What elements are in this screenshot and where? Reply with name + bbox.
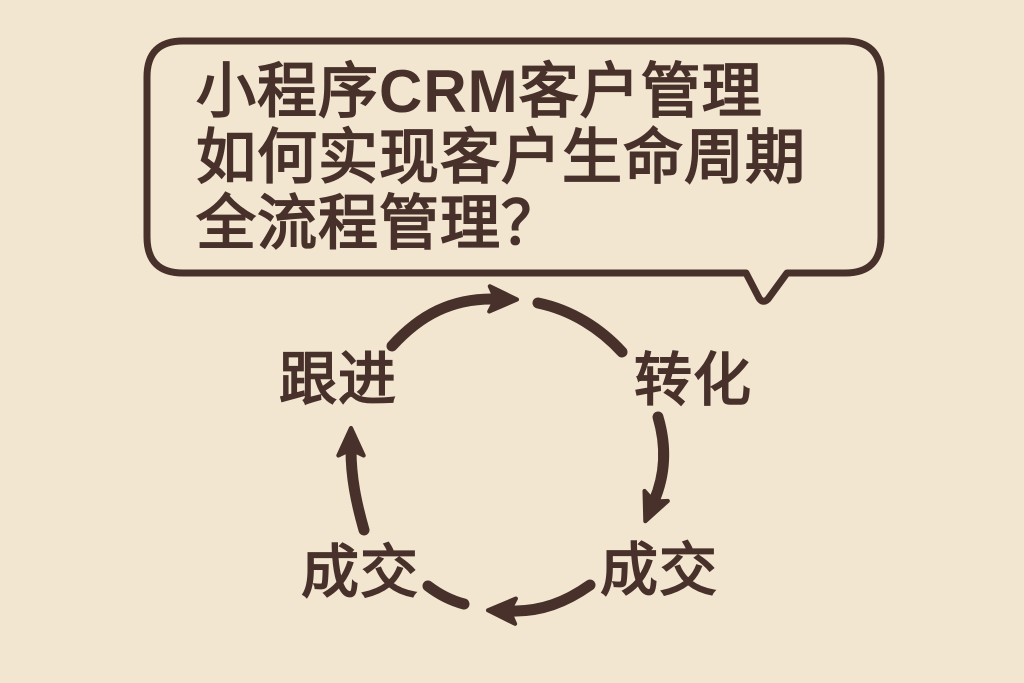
bubble-title-line-1: 小程序CRM客户管理 (196, 58, 763, 125)
arrow-conversion-to-deal-icon (642, 411, 670, 524)
arc-dash-segment-icon (422, 580, 470, 610)
arrow-followup-to-top-icon (386, 284, 520, 352)
arrow-deal-to-followup-icon (336, 425, 370, 536)
bubble-title-line-2: 如何实现客户生命周期 (196, 124, 806, 191)
stage-label-deal-left: 成交 (301, 540, 419, 605)
arrow-deal-to-deal-icon (485, 579, 596, 626)
stage-label-deal-right: 成交 (600, 538, 718, 603)
speech-bubble-outline (143, 37, 885, 305)
stage-label-conversion: 转化 (634, 348, 752, 413)
cycle-stage-labels: 跟进 转化 成交 成交 (279, 347, 752, 605)
bubble-title-line-3: 全流程管理？ (195, 190, 562, 257)
stage-label-follow-up: 跟进 (279, 347, 397, 412)
arc-top-to-conversion-icon (532, 297, 628, 358)
speech-bubble: 小程序CRM客户管理 如何实现客户生命周期 全流程管理？ (143, 37, 885, 305)
cycle-arrows (336, 284, 670, 626)
